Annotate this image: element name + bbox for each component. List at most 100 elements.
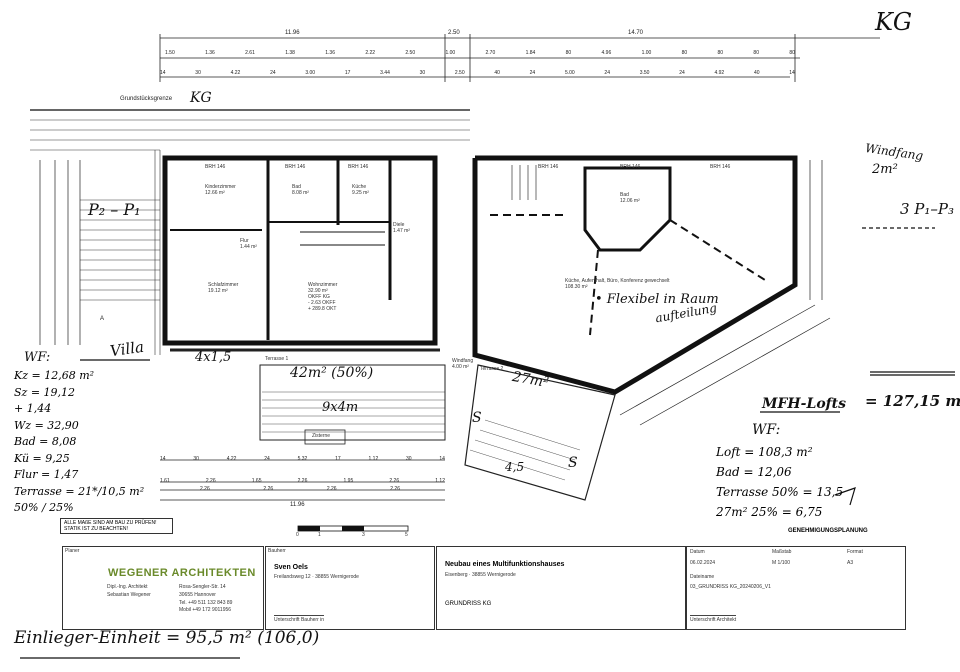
dimension-value: 80 <box>753 50 759 56</box>
room-label: Terrasse 1 <box>265 356 289 362</box>
dimension-value: 80 <box>565 50 572 56</box>
datum-value: 06.02.2024 <box>690 560 716 566</box>
window-tag: BRH 146 <box>538 164 559 170</box>
handwritten-p2p1: P₂ – P₁ <box>88 200 141 219</box>
dimension-value: 24 <box>270 70 276 76</box>
dimension-value: 24 <box>264 456 270 462</box>
dimension-value: 1.00 <box>641 50 652 56</box>
handwritten-s-mark: S <box>472 410 482 426</box>
dimension-value: 2.26 <box>390 486 400 492</box>
dimension-value: 1.12 <box>368 456 379 462</box>
dimension-value: 14 <box>439 456 445 462</box>
dimension-value: 1.00 <box>445 50 456 56</box>
dimension-value: 2.26 <box>326 486 337 492</box>
handwritten-mfh-total: = 127,15 m² <box>865 392 960 410</box>
dimension-value: 80 <box>717 50 724 56</box>
dimension-value: 3.50 <box>639 70 650 76</box>
dimension-value: 4.92 <box>714 70 725 76</box>
meta-box: Datum 06.02.2024 Maßstab M 1/100 Format … <box>686 546 906 630</box>
dimension-value: 30 <box>419 70 426 76</box>
note-line: ALLE MAßE SIND AM BAU ZU PRÜFEN! <box>64 520 157 526</box>
handwritten-kg: KG <box>875 8 913 36</box>
dimension-value: 1.50 <box>165 50 175 56</box>
dimension-value: 80 <box>681 50 688 56</box>
project-box: Neubau eines Multifunktionshauses Eisenb… <box>436 546 686 630</box>
top-dimension-lines <box>159 34 880 82</box>
handwritten-einlieger: Einlieger-Einheit = 95,5 m² (106,0) <box>14 628 320 648</box>
dimension-value: 2.70 <box>485 50 496 56</box>
office-line: Tel. +49 511 132 843 89 <box>179 600 233 606</box>
format-value: A3 <box>847 560 854 566</box>
handwritten-mfh-title: MFH-Lofts <box>762 396 847 412</box>
zisterne-label: Zisterne <box>312 433 331 439</box>
office-line: Rosa-Sengler-Str. 14 <box>179 584 226 590</box>
dim-overall-right: 14.70 <box>628 30 644 36</box>
bauherr-name: Sven Oels <box>274 564 308 571</box>
scale-label: 1 <box>318 532 321 538</box>
handwritten-line: Bad = 12,06 <box>716 465 792 479</box>
handwritten-line: Terrasse 50% = 13,5 <box>716 485 844 499</box>
dimension-value: 30 <box>406 456 412 462</box>
dimension-value: 2.50 <box>405 50 416 56</box>
handwritten-line: Kz = 12,68 m² <box>14 369 95 382</box>
dimension-value: 1.36 <box>205 50 215 56</box>
handwritten-line: Terrasse = 21*/10,5 m² <box>14 484 145 498</box>
office-line: Dipl.-Ing. Architekt <box>107 584 148 590</box>
scale-label: 3 <box>362 532 365 538</box>
bauherr-label: Bauherr <box>268 548 286 554</box>
handwritten-stairs: 4x1,5 <box>195 350 232 365</box>
massstab-value: M 1/100 <box>772 560 791 566</box>
dimension-value: 17 <box>344 70 351 76</box>
dimension-value: 2.26 <box>297 478 308 484</box>
datum-label: Datum <box>690 549 705 555</box>
dimension-value: 14 <box>160 456 166 462</box>
handwritten-wf-title: WF: <box>24 350 51 365</box>
window-tag: BRH 146 <box>205 164 226 170</box>
handwritten-terrace2-dim: 4,5 <box>505 460 525 474</box>
handwritten-p1p3: 3 P₁–P₃ <box>900 200 955 218</box>
handwritten-line: 27m² 25% = 6,75 <box>716 505 823 519</box>
office-line: Mobil +49 172 9011956 <box>179 607 232 613</box>
bauherr-signature: Unterschrift Bauherr in <box>274 615 325 623</box>
dimension-value: 1.12 <box>435 478 445 484</box>
dimension-value: 3.00 <box>305 70 316 76</box>
dimension-value: 4.22 <box>230 70 241 76</box>
planer-label: Planer <box>65 548 80 554</box>
dimension-value: 1.95 <box>343 478 354 484</box>
dimension-value: 80 <box>789 50 795 56</box>
architekt-signature: Unterschrift Architekt <box>690 615 737 623</box>
terrace-1-outline <box>170 348 446 445</box>
project-title: Neubau eines Multifunktionshauses <box>445 561 565 568</box>
dimension-value: 1.38 <box>285 50 295 56</box>
handwritten-flexibel: • Flexibel in Raum <box>595 292 719 307</box>
left-dimension-lines <box>39 160 81 345</box>
handwritten-line: Bad = 8,08 <box>14 435 77 448</box>
handwritten-line: + 1,44 <box>14 402 52 415</box>
bauherr-box: Bauherr Sven Oels Freilandsweg 12 · 3885… <box>265 546 435 630</box>
datei-label: Dateiname <box>690 574 715 580</box>
window-tag: BRH 146 <box>710 164 731 170</box>
handwritten-line: Kü = 9,25 <box>14 451 70 465</box>
dimension-value: 24 <box>679 70 685 76</box>
window-tag: BRH 146 <box>348 164 369 170</box>
handwritten-line: Sz = 19,12 <box>14 385 76 399</box>
massstab-label: Maßstab <box>772 549 792 555</box>
dimension-value: 1.84 <box>525 50 536 56</box>
border-tag: KG <box>190 90 212 106</box>
office-logo: WEGENER ARCHITEKTEN <box>108 567 256 579</box>
scale-label: 5 <box>405 532 408 538</box>
office-line: 30655 Hannover <box>179 592 216 598</box>
